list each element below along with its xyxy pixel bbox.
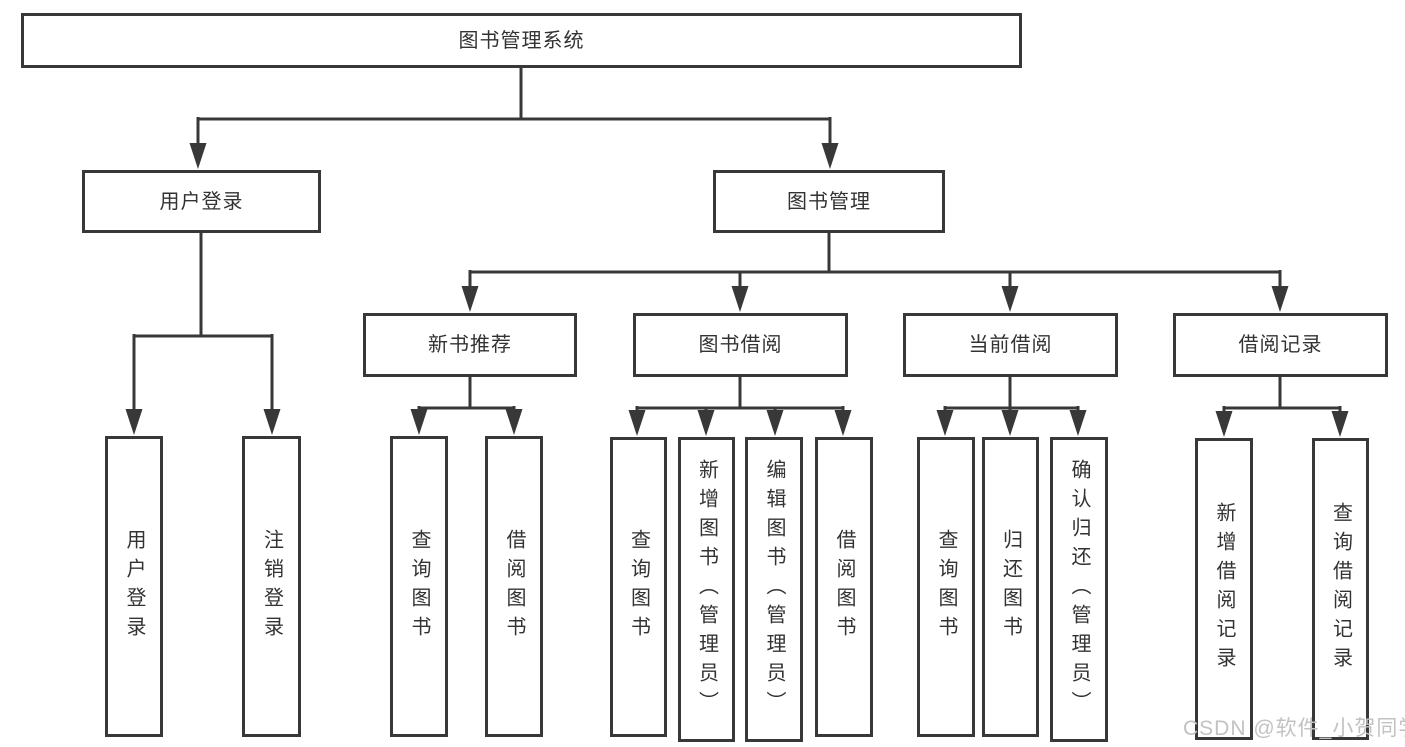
arrowhead bbox=[821, 143, 839, 169]
connector-book-borrow-children bbox=[635, 375, 845, 415]
arrowhead bbox=[1215, 411, 1233, 437]
leaf-query-books-current: 查询图书 bbox=[917, 437, 975, 737]
leaf-borrow-books-recommend: 借阅图书 bbox=[485, 436, 543, 737]
connector-current-borrow-children bbox=[943, 375, 1080, 415]
leaf-user-login: 用户登录 bbox=[105, 436, 163, 737]
leaf-add-book-admin: 新增图书（管理员） bbox=[678, 437, 735, 742]
node-book-management: 图书管理 bbox=[713, 170, 945, 233]
connector-borrow-records-children bbox=[1222, 375, 1342, 416]
arrowhead bbox=[1001, 286, 1019, 312]
node-book-borrow: 图书借阅 bbox=[633, 313, 848, 377]
node-current-borrow: 当前借阅 bbox=[903, 313, 1118, 377]
leaf-add-borrow-record: 新增借阅记录 bbox=[1195, 438, 1253, 740]
leaf-query-books-recommend: 查询图书 bbox=[390, 436, 448, 737]
leaf-logout: 注销登录 bbox=[242, 436, 301, 737]
connector-new-book-children bbox=[417, 375, 516, 414]
arrowhead bbox=[731, 286, 749, 312]
node-borrow-records: 借阅记录 bbox=[1173, 313, 1388, 377]
arrowheads bbox=[125, 143, 1349, 437]
arrowhead bbox=[766, 410, 784, 436]
watermark: CSDN @软件_小贺同学 bbox=[1183, 717, 1405, 740]
leaf-edit-book-admin: 编辑图书（管理员） bbox=[745, 437, 803, 742]
leaf-borrow-books: 借阅图书 bbox=[815, 437, 873, 737]
node-user-login: 用户登录 bbox=[82, 170, 321, 233]
connector-book-management-children bbox=[468, 231, 1282, 291]
arrowhead bbox=[125, 409, 143, 435]
arrowhead bbox=[834, 410, 852, 436]
leaf-confirm-return-admin: 确认归还（管理员） bbox=[1050, 437, 1108, 742]
arrowhead bbox=[1271, 286, 1289, 312]
connector-root-to-level2 bbox=[196, 66, 832, 148]
arrowhead bbox=[505, 409, 523, 435]
leaf-query-borrow-record: 查询借阅记录 bbox=[1312, 438, 1369, 740]
arrowhead bbox=[410, 409, 428, 435]
arrowhead bbox=[1069, 410, 1087, 436]
leaf-query-books-borrow: 查询图书 bbox=[610, 437, 667, 737]
arrowhead bbox=[189, 143, 207, 169]
connector-user-login-children bbox=[132, 231, 274, 414]
arrowhead bbox=[263, 409, 281, 435]
leaf-return-book: 归还图书 bbox=[982, 437, 1039, 737]
node-root: 图书管理系统 bbox=[21, 13, 1022, 68]
arrowhead bbox=[936, 410, 954, 436]
arrowhead bbox=[1331, 411, 1349, 437]
arrowhead bbox=[1001, 410, 1019, 436]
arrowhead bbox=[461, 286, 479, 312]
arrowhead bbox=[628, 410, 646, 436]
arrowhead bbox=[697, 410, 715, 436]
node-new-book-recommend: 新书推荐 bbox=[363, 313, 577, 377]
